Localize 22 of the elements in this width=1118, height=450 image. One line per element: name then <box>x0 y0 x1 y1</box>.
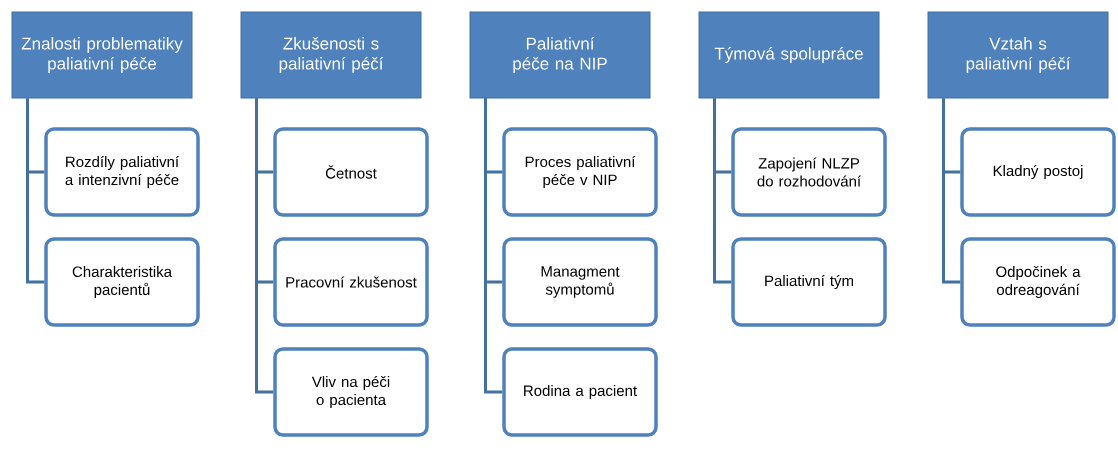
subcategory-box: Rodina a pacient <box>502 347 658 437</box>
category-box: Týmová spolupráce <box>698 11 880 99</box>
connector-line <box>942 98 961 284</box>
category-box: Paliativní péče na NIP <box>469 11 651 99</box>
subcategory-box: Kladný postoj <box>960 127 1116 217</box>
connector-line <box>713 98 732 284</box>
category-box: Vztah s paliativní péčí <box>927 11 1109 99</box>
connector-line <box>255 98 274 394</box>
subcategory-box: Managment symptomů <box>502 237 658 327</box>
connector-line <box>26 98 45 284</box>
subcategory-box: Odpočinek a odreagování <box>960 237 1116 327</box>
subcategory-box: Paliativní tým <box>731 237 887 327</box>
connector-line <box>484 98 503 394</box>
subcategory-box: Proces paliativní péče v NIP <box>502 127 658 217</box>
subcategory-box: Charakteristika pacientů <box>44 237 200 327</box>
subcategory-box: Rozdíly paliativní a intenzivní péče <box>44 127 200 217</box>
category-box: Zkušenosti s paliativní péčí <box>240 11 422 99</box>
subcategory-box: Zapojení NLZP do rozhodování <box>731 127 887 217</box>
subcategory-box: Četnost <box>273 127 429 217</box>
subcategory-box: Vliv na péči o pacienta <box>273 347 429 437</box>
category-box: Znalosti problematiky paliativní péče <box>11 11 193 99</box>
subcategory-box: Pracovní zkušenost <box>273 237 429 327</box>
